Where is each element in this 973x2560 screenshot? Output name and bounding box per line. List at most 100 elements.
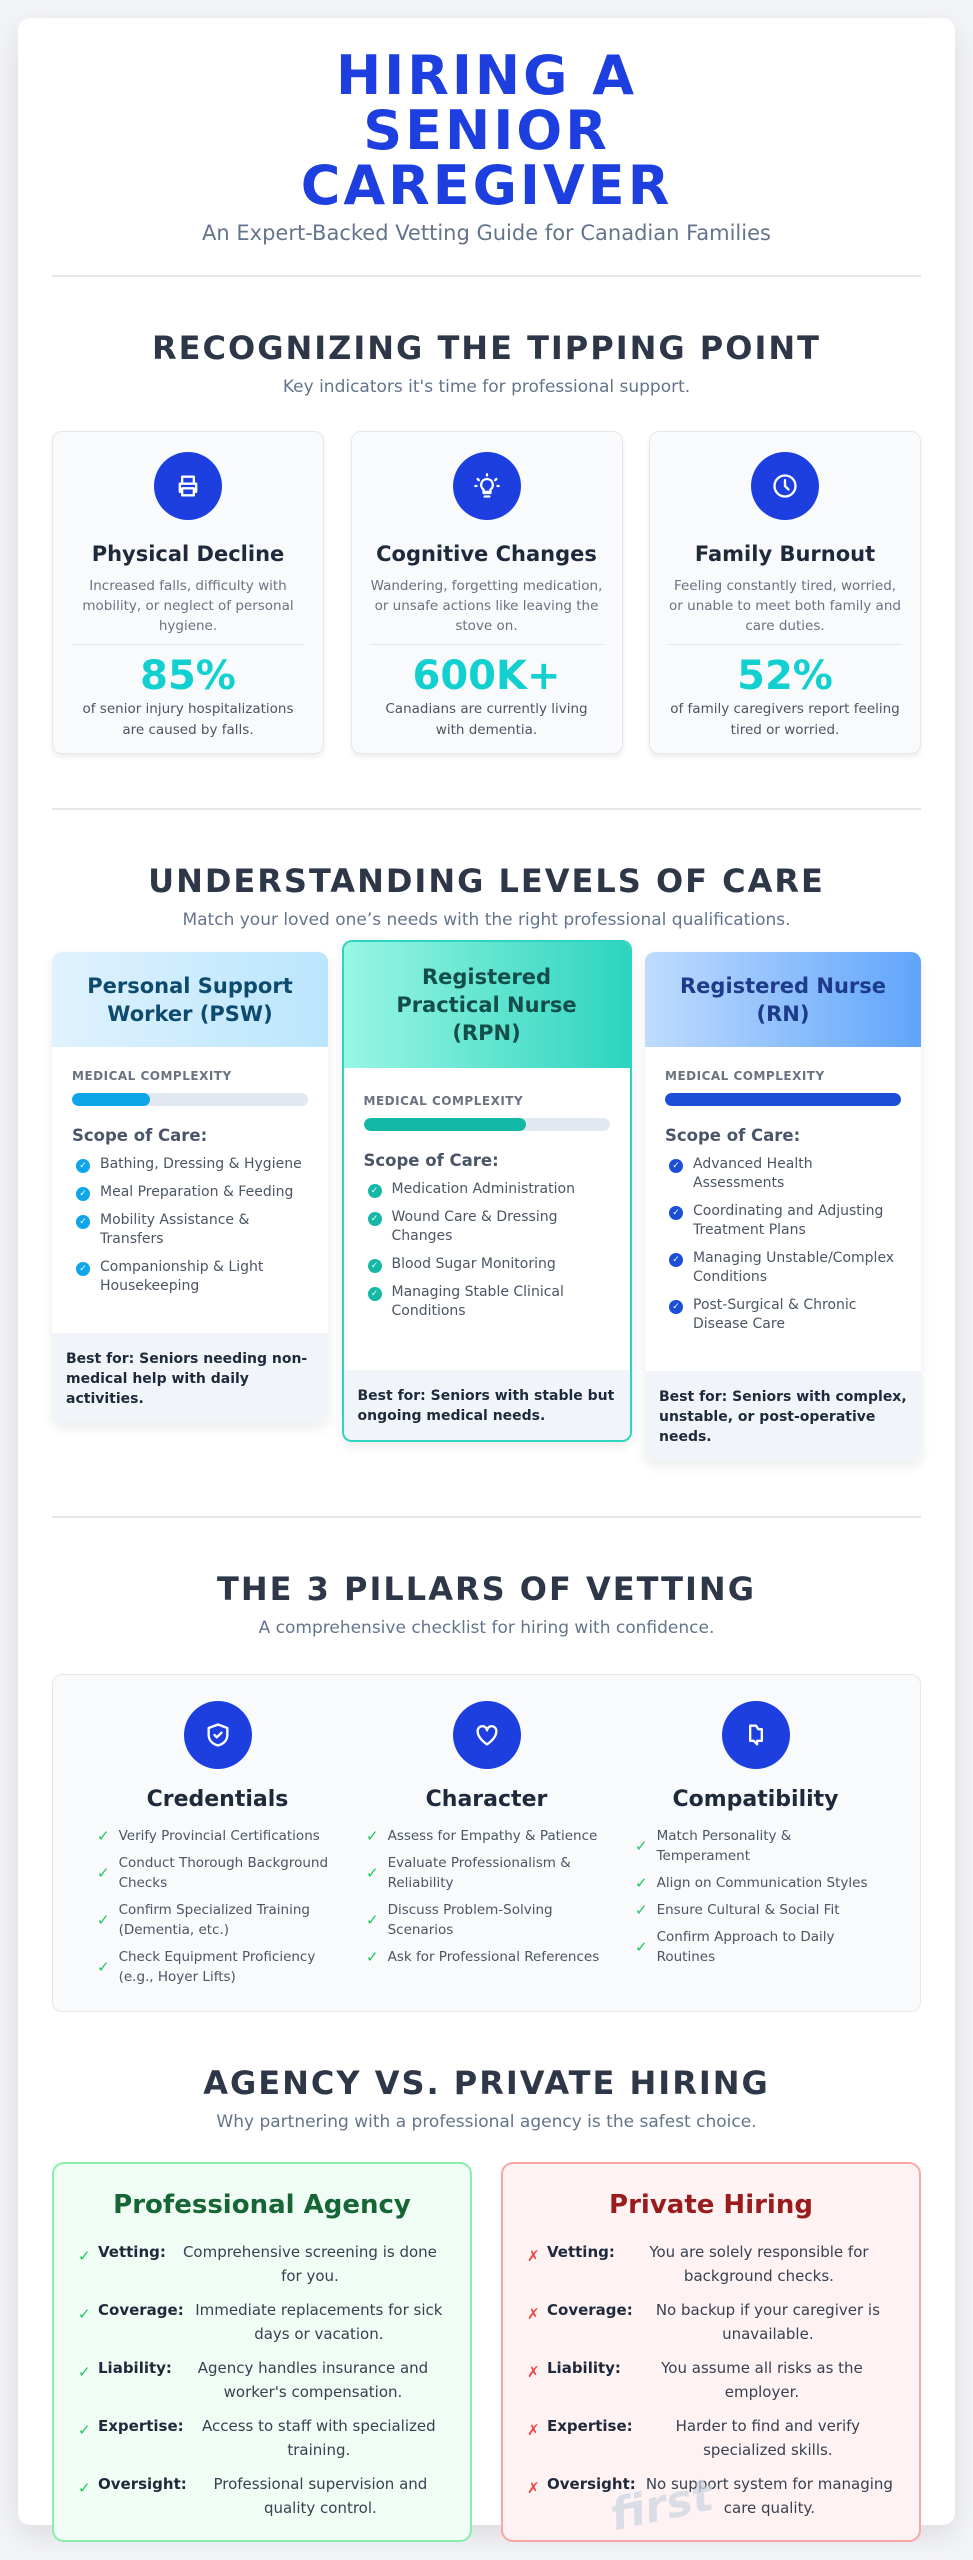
check-icon: ✓ <box>78 2305 91 2323</box>
card-title: Private Hiring <box>609 2190 813 2220</box>
stat-description: of family caregivers report feeling tire… <box>670 701 900 738</box>
best-for: Best for: Seniors needing non-medical he… <box>52 1333 328 1423</box>
card-description: Feeling constantly tired, worried, or un… <box>669 578 901 634</box>
check-icon: ✓ <box>366 1864 379 1882</box>
scope-item: ✓Managing Unstable/Complex Conditions <box>665 1249 901 1287</box>
card-title: Professional Agency <box>113 2190 411 2220</box>
card-title: Registered Practical Nurse (RPN) <box>343 942 630 1068</box>
complexity-label: MEDICAL COMPLEXITY <box>363 1094 524 1108</box>
checklist-item: ✓Confirm Specialized Training (Dementia,… <box>97 1902 310 1938</box>
complexity-bar <box>363 1118 610 1131</box>
section-subtitle: A comprehensive checklist for hiring wit… <box>258 1618 715 1638</box>
stat-value: 600K+ <box>412 653 561 699</box>
scope-item: ✓Managing Stable Clinical Conditions <box>364 1283 610 1321</box>
checklist-item: ✓Discuss Problem-Solving Scenarios <box>366 1902 553 1938</box>
best-for: Best for: Seniors with complex, unstable… <box>645 1371 921 1461</box>
check-icon: ✓ <box>366 1948 379 1966</box>
scope-item: ✓Meal Preparation & Feeding <box>72 1183 308 1202</box>
stat-value: 52% <box>737 653 833 699</box>
scope-label: Scope of Care: <box>665 1126 801 1145</box>
x-icon: ✗ <box>527 2479 540 2497</box>
checklist-item: ✓Evaluate Professionalism & Reliability <box>366 1855 571 1891</box>
check-circle-icon: ✓ <box>669 1206 683 1220</box>
scope-label: Scope of Care: <box>72 1126 208 1145</box>
pillar-title: Credentials <box>146 1787 289 1812</box>
checklist-item: ✓Ask for Professional References <box>366 1948 600 1966</box>
scope-item: ✓Advanced Health Assessments <box>665 1155 901 1193</box>
comparison-row: ✗Coverage:No backup if your caregiver is… <box>527 2298 895 2346</box>
x-icon: ✗ <box>527 2363 540 2381</box>
check-circle-icon: ✓ <box>367 1212 382 1226</box>
pillar-title: Compatibility <box>672 1787 839 1812</box>
comparison-row: ✗Expertise:Harder to find and verify spe… <box>527 2414 895 2462</box>
scope-item: ✓Blood Sugar Monitoring <box>364 1255 610 1274</box>
section-subtitle: Key indicators it's time for professiona… <box>282 377 691 397</box>
checklist-item: ✓Match Personality & Temperament <box>635 1828 792 1864</box>
stat-value: 85% <box>140 653 236 699</box>
check-circle-icon: ✓ <box>669 1253 683 1267</box>
scope-item: ✓Companionship & Light Housekeeping <box>72 1258 308 1296</box>
puzzle-icon <box>721 1701 790 1769</box>
checklist-item: ✓Check Equipment Proficiency (e.g., Hoye… <box>97 1949 316 1985</box>
check-circle-icon: ✓ <box>367 1184 382 1198</box>
checklist-item: ✓Verify Provincial Certifications <box>97 1827 320 1845</box>
section-subtitle: Why partnering with a professional agenc… <box>216 2112 757 2132</box>
comparison-row: ✓Vetting:Comprehensive screening is done… <box>78 2240 446 2288</box>
page-subtitle: An Expert-Backed Vetting Guide for Canad… <box>202 221 771 245</box>
section-subtitle: Match your loved one’s needs with the ri… <box>182 910 791 930</box>
scope-item: ✓Coordinating and Adjusting Treatment Pl… <box>665 1202 901 1240</box>
check-circle-icon: ✓ <box>76 1159 90 1173</box>
infographic: HIRING A SENIOR CAREGIVER An Expert-Back… <box>18 18 955 2542</box>
indicator-card: Family Burnout Feeling constantly tired,… <box>649 431 921 754</box>
card-title: Registered Nurse (RN) <box>645 952 921 1047</box>
card-title: Personal Support Worker (PSW) <box>52 952 328 1047</box>
pillars-panel: Credentials ✓Verify Provincial Certificat… <box>52 1674 921 2012</box>
scope-item: ✓Mobility Assistance & Transfers <box>72 1211 308 1249</box>
care-level-card: Registered Nurse (RN) MEDICAL COMPLEXITY… <box>645 952 921 1461</box>
check-icon: ✓ <box>366 1911 379 1929</box>
stat-description: of senior injury hospitalizations are ca… <box>82 701 294 738</box>
comparison-row: ✓Expertise:Access to staff with speciali… <box>78 2414 446 2462</box>
checklist-item: ✓Assess for Empathy & Patience <box>366 1827 598 1845</box>
private-card: Private Hiring ✗Vetting:You are solely re… <box>501 2162 921 2542</box>
card-description: Increased falls, difficulty with mobilit… <box>82 578 294 634</box>
page-title: HIRING A SENIOR CAREGIVER <box>300 44 673 217</box>
comparison-row: ✓Oversight:Professional supervision and … <box>78 2472 446 2520</box>
complexity-label: MEDICAL COMPLEXITY <box>72 1069 232 1083</box>
scope-item: ✓Bathing, Dressing & Hygiene <box>72 1155 308 1174</box>
card-title: Cognitive Changes <box>376 542 597 566</box>
check-icon: ✓ <box>78 2421 91 2439</box>
x-icon: ✗ <box>527 2247 540 2265</box>
section-title: THE 3 PILLARS OF VETTING <box>217 1570 756 1608</box>
lightbulb-icon <box>452 452 521 520</box>
checklist-item: ✓Confirm Approach to Daily Routines <box>635 1929 835 1965</box>
agency-card: Professional Agency ✓Vetting:Comprehensiv… <box>52 2162 472 2542</box>
indicator-card: Physical Decline Increased falls, diffic… <box>52 431 324 754</box>
printer-icon <box>154 452 222 520</box>
section-title: UNDERSTANDING LEVELS OF CARE <box>148 862 825 900</box>
pillar-title: Character <box>425 1787 548 1812</box>
check-icon: ✓ <box>97 1864 110 1882</box>
check-icon: ✓ <box>635 1837 648 1855</box>
best-for: Best for: Seniors with stable but ongoin… <box>343 1370 630 1440</box>
care-level-card: Registered Practical Nurse (RPN) MEDICAL… <box>341 940 632 1442</box>
x-icon: ✗ <box>527 2421 540 2439</box>
scope-item: ✓Medication Administration <box>364 1180 610 1199</box>
check-circle-icon: ✓ <box>76 1187 90 1201</box>
check-icon: ✓ <box>635 1901 648 1919</box>
card-description: Wandering, forgetting medication, or uns… <box>370 578 603 634</box>
divider <box>52 1516 921 1518</box>
check-circle-icon: ✓ <box>669 1300 683 1314</box>
check-icon: ✓ <box>635 1938 648 1956</box>
comparison-row: ✗Oversight:No support system for managin… <box>527 2472 895 2520</box>
check-icon: ✓ <box>366 1827 379 1845</box>
section-title: AGENCY VS. PRIVATE HIRING <box>203 2064 770 2102</box>
comparison-row: ✗Vetting:You are solely responsible for … <box>527 2240 895 2288</box>
pillar: Character✓Assess for Empathy & Patience✓… <box>352 1701 621 2011</box>
scope-item: ✓Post-Surgical & Chronic Disease Care <box>665 1296 901 1334</box>
checklist-item: ✓Ensure Cultural & Social Fit <box>635 1901 840 1919</box>
checklist-item: ✓Conduct Thorough Background Checks <box>97 1855 329 1891</box>
pillar: Compatibility ✓Match Personality & Temper… <box>621 1701 890 2011</box>
shield-check-icon <box>183 1701 252 1769</box>
section-title: RECOGNIZING THE TIPPING POINT <box>152 329 821 367</box>
